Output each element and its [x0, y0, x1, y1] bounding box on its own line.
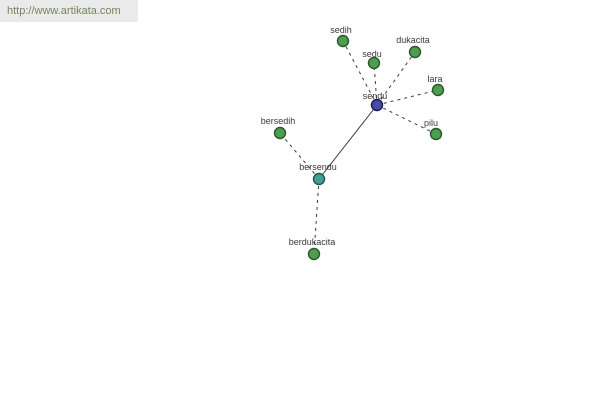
graph-edge-sendu-sedu-dashed — [373, 62, 378, 106]
graph-node-bersendu[interactable] — [312, 172, 326, 186]
graph-node-label-lara: lara — [427, 74, 442, 84]
graph-node-lara[interactable] — [431, 83, 445, 97]
graph-node-label-sendu: sendu — [363, 91, 388, 101]
graph-node-label-sedu: sedu — [362, 49, 382, 59]
graph-node-label-bersedih: bersedih — [261, 116, 296, 126]
graph-node-sendu[interactable] — [370, 98, 384, 112]
url-bar: http://www.artikata.com — [0, 0, 138, 22]
graph-node-label-pilu: pilu — [424, 118, 438, 128]
graph-node-berdukacita[interactable] — [307, 247, 321, 261]
graph-node-sedih[interactable] — [336, 34, 350, 48]
graph-node-label-dukacita: dukacita — [396, 35, 430, 45]
graph-edge-sendu-bersendu-solid — [318, 104, 378, 180]
graph-node-pilu[interactable] — [429, 127, 443, 141]
graph-edge-bersendu-berdukacita-dashed — [313, 178, 320, 255]
graph-node-dukacita[interactable] — [408, 45, 422, 59]
graph-edge-bersendu-bersedih-dashed — [279, 132, 320, 180]
graph-node-bersedih[interactable] — [273, 126, 287, 140]
graph-edge-sendu-sedih-dashed — [342, 40, 378, 106]
graph-node-label-sedih: sedih — [330, 25, 352, 35]
graph-node-sedu[interactable] — [367, 56, 381, 70]
graph-node-label-bersendu: bersendu — [299, 162, 337, 172]
site-url-text[interactable]: http://www.artikata.com — [7, 5, 121, 17]
graph-edge-sendu-dukacita-dashed — [376, 51, 416, 106]
graph-node-label-berdukacita: berdukacita — [289, 237, 336, 247]
